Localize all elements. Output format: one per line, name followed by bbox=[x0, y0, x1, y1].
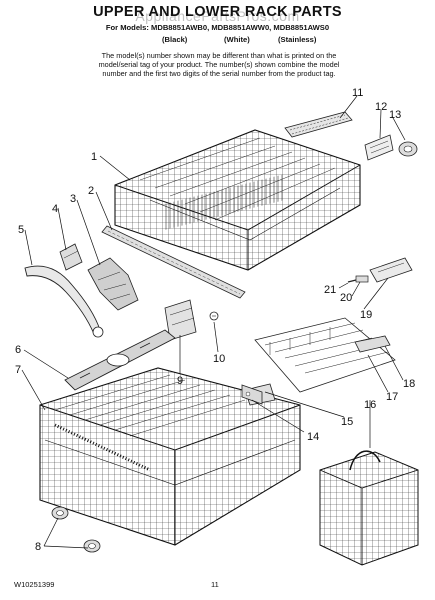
callout-10: 10 bbox=[213, 353, 225, 365]
callout-7: 7 bbox=[15, 364, 21, 376]
callout-8: 8 bbox=[35, 541, 41, 553]
callout-11: 11 bbox=[352, 87, 363, 99]
callout-19: 19 bbox=[360, 309, 372, 321]
callout-3: 3 bbox=[70, 193, 76, 205]
part-7-lower-rack bbox=[39, 367, 301, 546]
part-3-manifold bbox=[87, 257, 139, 311]
callout-20: 20 bbox=[340, 292, 352, 304]
part-12-rail-stop bbox=[364, 134, 394, 161]
part-6-spray-arm bbox=[64, 329, 176, 391]
finish-white: (White) bbox=[224, 35, 250, 44]
part-13-wheel bbox=[398, 141, 418, 157]
callout-1: 1 bbox=[91, 151, 97, 163]
callout-2: 2 bbox=[88, 185, 94, 197]
page-title: UPPER AND LOWER RACK PARTS bbox=[93, 4, 342, 20]
part-21-screw bbox=[347, 279, 357, 283]
part-18-hinge bbox=[354, 335, 391, 353]
note-line: model/serial tag of your product. The nu… bbox=[98, 60, 340, 70]
callout-4: 4 bbox=[52, 203, 58, 215]
callout-18: 18 bbox=[403, 378, 415, 390]
models-line: For Models: MDB8851AWB0, MDB8851AWW0, MD… bbox=[105, 23, 330, 32]
part-4-clip bbox=[59, 243, 83, 271]
part-10-screw bbox=[209, 311, 219, 321]
callout-14: 14 bbox=[307, 431, 319, 443]
part-5-feed-tube bbox=[24, 265, 104, 338]
part-14-support bbox=[241, 384, 263, 405]
note-line: The model(s) number shown may be differe… bbox=[101, 51, 337, 60]
part-1-upper-rack bbox=[114, 129, 361, 271]
callout-12: 12 bbox=[375, 101, 387, 113]
leader-lines bbox=[21, 95, 406, 549]
callout-13: 13 bbox=[389, 109, 401, 121]
part-19-rack-handle bbox=[369, 257, 413, 283]
document-number: W10251399 bbox=[14, 580, 55, 589]
callout-numbers: 1 2 3 4 5 6 7 8 9 10 11 12 13 14 15 16 1… bbox=[15, 87, 415, 553]
callout-6: 6 bbox=[15, 344, 21, 356]
watermark: AppliancePartsPros.com bbox=[135, 8, 300, 24]
page-number: 11 bbox=[211, 580, 219, 589]
part-9-mount bbox=[164, 299, 197, 341]
callout-21: 21 bbox=[324, 284, 336, 296]
part-20-handle-insert bbox=[355, 275, 369, 283]
callout-5: 5 bbox=[18, 224, 24, 236]
note-line: number and the first two digits of the s… bbox=[102, 69, 336, 79]
finish-black: (Black) bbox=[162, 35, 188, 44]
part-17-tine-row bbox=[254, 317, 396, 393]
part-16-silverware-basket bbox=[319, 450, 419, 566]
part-11-rack-clip bbox=[284, 111, 353, 138]
part-8-wheels bbox=[51, 506, 101, 553]
callout-16: 16 bbox=[364, 399, 376, 411]
callout-15: 15 bbox=[341, 416, 353, 428]
callout-9: 9 bbox=[177, 375, 183, 387]
model-note: The model(s) number shown may be differe… bbox=[84, 51, 354, 79]
finish-stainless: (Stainless) bbox=[278, 35, 317, 44]
callout-17: 17 bbox=[386, 391, 398, 403]
part-2-rack-track bbox=[101, 225, 246, 299]
